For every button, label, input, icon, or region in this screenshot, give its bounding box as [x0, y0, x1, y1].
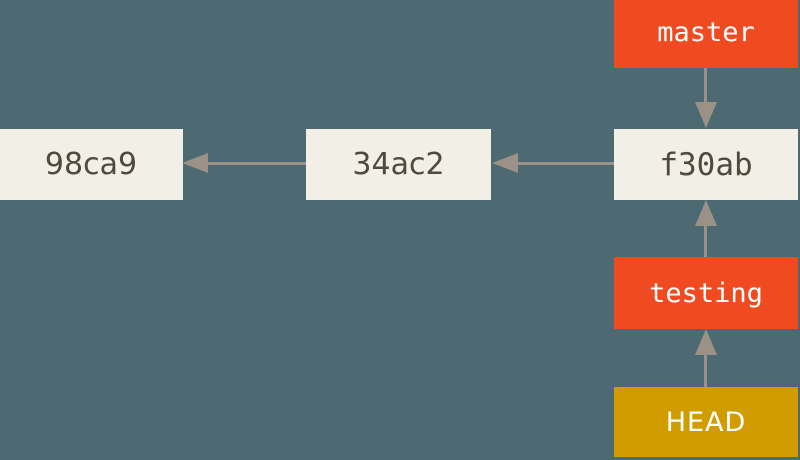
- arrowhead-f30ab-to-34ac2: [492, 153, 518, 173]
- commit-id: f30ab: [659, 146, 753, 183]
- branch-name: testing: [649, 277, 763, 309]
- arrowhead-testing-to-f30ab: [695, 200, 717, 226]
- branch-label-testing: testing: [614, 257, 798, 329]
- commit-box-f30ab: f30ab: [614, 129, 798, 200]
- head-label: HEAD: [614, 387, 798, 457]
- branch-label-master: master: [614, 0, 798, 68]
- head-name: HEAD: [665, 406, 747, 438]
- arrow-line-master-to-f30ab: [704, 68, 707, 106]
- arrow-line-34ac2-to-98ca9: [206, 162, 306, 165]
- arrowhead-34ac2-to-98ca9: [182, 153, 208, 173]
- arrowhead-master-to-f30ab: [695, 102, 717, 128]
- commit-box-98ca9: 98ca9: [0, 129, 183, 200]
- commit-box-34ac2: 34ac2: [306, 129, 491, 200]
- arrow-line-head-to-testing: [704, 353, 707, 387]
- arrow-line-f30ab-to-34ac2: [516, 162, 614, 165]
- commit-id: 98ca9: [44, 147, 138, 182]
- arrowhead-head-to-testing: [695, 329, 717, 355]
- arrow-line-testing-to-f30ab: [704, 224, 707, 257]
- commit-id: 34ac2: [352, 147, 445, 182]
- branch-name: master: [657, 17, 755, 48]
